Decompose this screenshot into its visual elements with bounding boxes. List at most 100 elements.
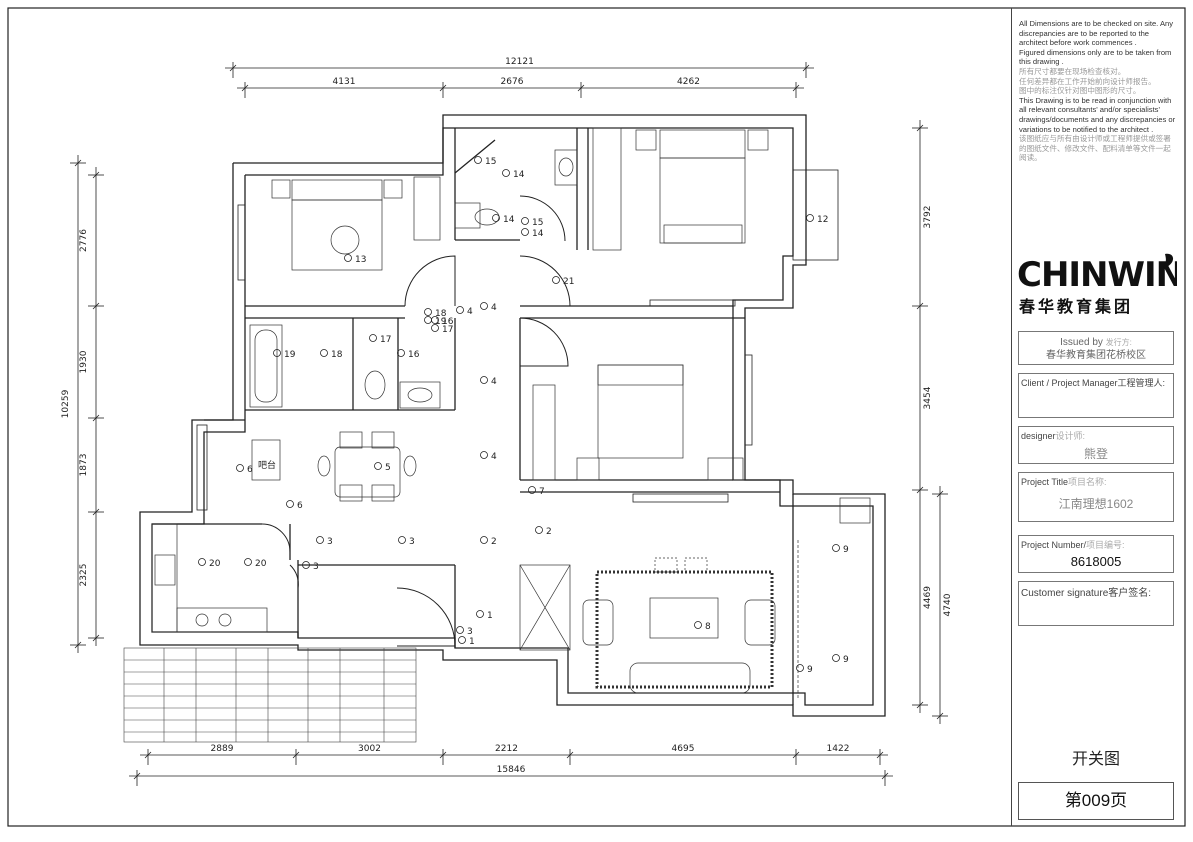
fixture-marker: 9: [796, 664, 813, 675]
fixture-number: 4: [491, 377, 497, 387]
fixture-marker: 17: [431, 324, 453, 335]
fixture-marker: 4: [456, 306, 473, 317]
fixture-marker: 4: [480, 376, 497, 387]
dim-left-total: 10259: [61, 389, 71, 418]
note-line: Figured dimensions only are to be taken …: [1019, 47, 1172, 67]
fixture-marker: 12: [806, 214, 828, 225]
furniture: [151, 127, 871, 700]
note-line: All Dimensions are to be checked on site…: [1019, 19, 1174, 48]
fixture-number: 9: [807, 665, 813, 675]
client-box: Client / Project Manager工程管理人:: [1018, 373, 1174, 418]
dim-left-segment: 2325: [79, 564, 89, 587]
fixture-number: 6: [297, 501, 303, 511]
fixture-marker: 14: [502, 169, 525, 180]
fixture-marker: 21: [552, 276, 574, 287]
fixture-marker: 2: [535, 526, 552, 537]
dimension-lines: [70, 62, 948, 786]
fixture-marker: 14: [492, 214, 515, 225]
general-notes: All Dimensions are to be checked on site…: [1019, 19, 1177, 163]
dim-bottom-total: 15846: [497, 765, 526, 775]
fixture-number: 15: [485, 157, 496, 167]
fixture-marker: 18: [424, 308, 447, 319]
fixture-number: 5: [385, 463, 391, 473]
project-title-box: Project Title项目名称: 江南理想1602: [1018, 472, 1174, 522]
fixture-number: 13: [355, 255, 366, 265]
dim-top-segment: 4262: [677, 77, 700, 87]
fixture-marker: 15: [521, 217, 543, 228]
door-swings: [261, 195, 571, 647]
fixture-marker: 3: [302, 561, 319, 572]
fixture-marker: 14: [521, 228, 544, 239]
fixture-marker: 1: [458, 636, 475, 647]
fixture-marker: 6: [236, 464, 253, 475]
note-line: 图中的标注仅针对图中图形的尺寸。: [1019, 86, 1141, 96]
note-line: 所有尺寸都要在现场检查核对。: [1019, 66, 1126, 76]
fixture-number: 9: [843, 655, 849, 665]
designer-value: 熊登: [1083, 447, 1108, 461]
fixture-number: 3: [467, 627, 473, 637]
windows: [196, 169, 839, 511]
fixture-number: 3: [327, 537, 333, 547]
fixture-number: 4: [491, 303, 497, 313]
fixture-marker: 17: [369, 334, 391, 345]
fixture-marker: 13: [344, 254, 366, 265]
dim-right-segment: 3792: [923, 206, 933, 229]
fixture-number: 7: [539, 487, 545, 497]
fixture-number: 14: [503, 215, 515, 225]
client-label: Client / Project Manager: [1021, 378, 1118, 388]
fixture-marker: 7: [528, 486, 545, 497]
issued-label: Issued by: [1060, 337, 1103, 348]
fixture-number: 2: [491, 537, 497, 547]
fixture-marker: 20: [244, 558, 267, 569]
dim-bottom-segment: 2212: [495, 744, 518, 754]
fixture-marker: 5: [374, 462, 391, 473]
dim-right-segment: 4469: [923, 586, 933, 609]
fixture-number: 21: [563, 277, 574, 287]
fixture-number: 4: [467, 307, 473, 317]
dim-bottom-segment: 1422: [827, 744, 850, 754]
dim-bottom-segment: 2889: [211, 744, 234, 754]
designer-label: designer: [1021, 431, 1056, 441]
legend-table: [123, 647, 417, 743]
dim-bottom-segment: 3002: [358, 744, 381, 754]
designer-box: designer设计师: 熊登: [1018, 426, 1174, 464]
page-number: 第009页: [1018, 782, 1174, 820]
note-line: This Drawing is to be read in conjunctio…: [1019, 95, 1176, 134]
fixture-number: 9: [843, 545, 849, 555]
dim-left-segment: 1873: [79, 454, 89, 477]
fixture-number: 4: [491, 452, 497, 462]
project-title-label: Project Title: [1021, 477, 1069, 487]
chinwin-logo: CHINWIN 春华教育集团: [1017, 253, 1177, 316]
project-title-label-cn: 项目名称:: [1068, 477, 1107, 487]
client-label-cn: 工程管理人:: [1117, 378, 1166, 388]
project-number-value: 8618005: [1070, 554, 1122, 569]
fixture-number: 2: [546, 527, 552, 537]
fixture-number: 1: [469, 637, 475, 647]
fixture-number: 12: [817, 215, 828, 225]
fixture-number: 3: [313, 562, 319, 572]
fixture-marker: 3: [316, 536, 333, 547]
fixture-marker: 3: [398, 536, 415, 547]
customer-label-cn: 客户签名:: [1108, 588, 1152, 599]
fixture-marker: 1: [476, 610, 493, 621]
fixture-marker: 18: [320, 349, 343, 360]
fixture-number: 1: [487, 611, 493, 621]
fixture-number: 17: [442, 325, 453, 335]
issued-value: 春华教育集团花桥校区: [1046, 350, 1146, 361]
fixture-number: 20: [255, 559, 267, 569]
dim-top-segment: 4131: [333, 77, 356, 87]
project-number-label: Project Number/: [1021, 540, 1087, 550]
issued-label-cn: 发行方:: [1105, 338, 1132, 347]
fixture-number: 19: [435, 317, 447, 327]
logo-subtitle: 春华教育集团: [1018, 297, 1133, 316]
dim-top-total: 12121: [505, 57, 534, 67]
fixture-number: 14: [513, 170, 525, 180]
fixture-marker: 19: [273, 349, 296, 360]
dim-right-total: 4740: [943, 593, 953, 616]
dim-right-segment: 3454: [923, 386, 933, 409]
note-line: 该图纸应与所有由设计师或工程师提供或签署的图纸文件、修改文件、配料清单等文件一起…: [1019, 134, 1171, 163]
